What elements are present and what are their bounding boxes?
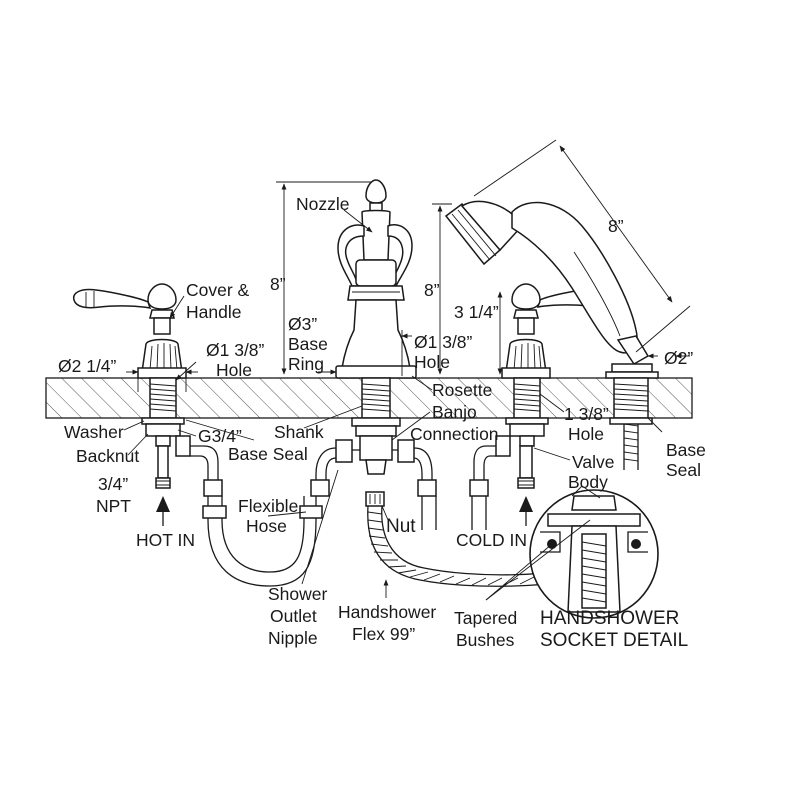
label-right-hole: Hole: [568, 424, 604, 444]
label-base-seal-right-2: Seal: [666, 460, 701, 480]
label-base-ring-diameter: Ø3”: [288, 314, 317, 334]
label-hot-in: HOT IN: [136, 530, 195, 550]
dimension-lines: [126, 139, 691, 392]
label-socket-detail-1: HANDSHOWER: [540, 608, 679, 629]
label-handshower-diameter: Ø2”: [664, 348, 693, 368]
label-flexible-hose-1: Flexible: [238, 496, 298, 516]
label-washer: Washer: [64, 422, 124, 442]
label-banjo-2: Connection: [410, 424, 499, 444]
flexible-hoses: [202, 447, 437, 587]
label-right-hole-size: 1 3/8”: [564, 404, 609, 424]
cold-in-arrow: [519, 496, 533, 526]
label-shower-outlet-2: Outlet: [270, 606, 317, 626]
label-valve-body-2: Body: [568, 472, 608, 492]
label-base-ring-3: Ring: [288, 354, 324, 374]
label-cover-handle-2: Handle: [186, 302, 241, 322]
label-handle-hole: Hole: [216, 360, 252, 380]
label-handshower-flex-1: Handshower: [338, 602, 436, 622]
label-handshower-height: 8”: [424, 280, 440, 300]
label-backnut: Backnut: [76, 446, 139, 466]
label-nut: Nut: [386, 516, 416, 537]
hot-in-arrow: [156, 496, 170, 526]
label-cover-handle-1: Cover &: [186, 280, 250, 300]
label-base-seal-right-1: Base: [666, 440, 706, 460]
label-banjo-1: Banjo: [432, 402, 477, 422]
label-flexible-hose-2: Hose: [246, 516, 287, 536]
label-cold-in: COLD IN: [456, 530, 527, 550]
annotation-labels: Nozzle Cover & Handle 8” 8” 3 1/4” 8” Ø3…: [58, 194, 706, 651]
label-npt-size: 3/4”: [98, 474, 128, 494]
label-spout-hole-diameter: Ø1 3/8”: [414, 332, 473, 352]
spout-assembly: [335, 179, 417, 475]
hot-valve-assembly: [72, 283, 223, 497]
label-spout-height: 8”: [270, 274, 286, 294]
label-tapered-bushes-2: Bushes: [456, 630, 515, 650]
socket-detail-inset: [529, 489, 659, 619]
label-rosette: Rosette: [432, 380, 492, 400]
leader-lines: [123, 209, 663, 601]
label-valve-body-1: Valve: [572, 452, 614, 472]
label-g34: G3/4”: [198, 426, 242, 446]
label-shower-outlet-3: Nipple: [268, 628, 318, 648]
label-shank: Shank: [274, 422, 324, 442]
label-npt: NPT: [96, 496, 131, 516]
label-handle-diameter: Ø2 1/4”: [58, 356, 117, 376]
label-rise-height: 3 1/4”: [454, 302, 499, 322]
label-tapered-bushes-1: Tapered: [454, 608, 517, 628]
label-nozzle: Nozzle: [296, 194, 350, 214]
label-handshower-length: 8”: [608, 216, 624, 236]
label-spout-hole: Hole: [414, 352, 450, 372]
label-shower-outlet-1: Shower: [268, 584, 328, 604]
label-handshower-flex-2: Flex 99”: [352, 624, 415, 644]
label-handle-hole-diameter: Ø1 3/8”: [206, 340, 265, 360]
label-base-seal-left: Base Seal: [228, 444, 308, 464]
label-socket-detail-2: SOCKET DETAIL: [540, 630, 688, 651]
label-base-ring-2: Base: [288, 334, 328, 354]
